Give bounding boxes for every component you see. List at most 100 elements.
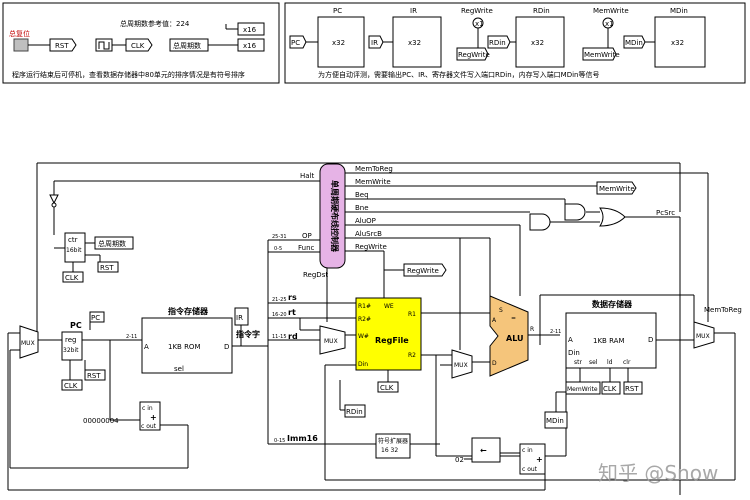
- rs-label: rs: [288, 293, 297, 302]
- imem-title: 指令存储器: [168, 306, 209, 316]
- regdst-mux: [319, 325, 346, 355]
- regfile-din-pin: Din: [358, 361, 368, 368]
- ram-a-pin: A: [568, 336, 573, 344]
- regwrite-signal: RegWrite: [355, 243, 387, 251]
- ir-probe-title: IR: [410, 7, 417, 15]
- rt-label: rt: [288, 308, 296, 317]
- ctr-clk-tunnel: [62, 271, 84, 283]
- regfile-r1-pin: R1: [408, 311, 416, 318]
- reset-button[interactable]: [13, 38, 29, 52]
- bits-2-11-rom: 2-11: [126, 334, 137, 340]
- alu-a-pin: A: [492, 317, 497, 324]
- regdst-mux-label: MUX: [324, 338, 338, 345]
- mdin-probe-tunnel: MDin: [625, 39, 643, 47]
- ir-x32-label: x32: [408, 39, 421, 47]
- regwrite-tunnel: RegWrite: [407, 267, 439, 275]
- cycle-counter: [64, 232, 86, 263]
- pc-probe-tunnel: PC: [291, 39, 300, 47]
- pc-probe-display: [317, 16, 365, 68]
- ram-din-pin: Din: [568, 349, 580, 357]
- regfile-r2-pin: R2: [408, 352, 416, 359]
- imm16-label: Imm16: [287, 434, 318, 443]
- sign-extender-bits: 16 32: [381, 447, 398, 454]
- bits-0-15: 0-15: [274, 438, 285, 444]
- ram-clk-tunnel: [601, 381, 621, 395]
- x16-display-a: [237, 22, 265, 36]
- pc-adder-cout: c out: [141, 423, 157, 430]
- pc-rst-tunnel: [84, 369, 106, 381]
- bits-2-11-ram: 2-11: [550, 329, 561, 335]
- pc-tag: [89, 311, 105, 323]
- pc-register[interactable]: [61, 331, 83, 361]
- memwrite-tunnel: MemWrite: [599, 185, 635, 193]
- aluop-signal: AluOP: [355, 217, 376, 225]
- or-gate-pcsrc: [599, 207, 626, 227]
- memwrite-signal: MemWrite: [355, 178, 391, 186]
- ctr-clk-label: CLK: [65, 274, 79, 282]
- regfile-we-pin: WE: [384, 303, 394, 310]
- alu-label: ALU: [506, 334, 524, 343]
- pc-adder-plus: +: [150, 413, 157, 422]
- alu-eq-pin: =: [511, 315, 516, 322]
- mdin-tag-label: MDin: [546, 417, 564, 425]
- regfile-r2n-pin: R2#: [358, 316, 371, 323]
- regwrite-probe-title: RegWrite: [461, 7, 493, 15]
- ram-label: 1KB RAM: [593, 337, 624, 345]
- memtoreg-mux-label: MUX: [696, 333, 710, 340]
- ctr-rst-tunnel: [97, 261, 119, 273]
- pc-mux-label: MUX: [21, 340, 35, 347]
- x16-a-label: x16: [243, 26, 257, 34]
- cycle-reference: 总周期数参考值：224: [120, 19, 190, 28]
- regfile-clk-tunnel: [377, 381, 399, 393]
- memtoreg-right-label: MemToReg: [704, 306, 742, 314]
- ir-probe-tunnel: IR: [371, 39, 378, 47]
- ram-rst-label: RST: [625, 385, 639, 393]
- and-gate-beq: [564, 203, 586, 221]
- ctr-label: ctr: [68, 236, 78, 244]
- x16-display-b: [237, 38, 265, 52]
- controller-label: 单周期硬布线控制器: [330, 180, 340, 253]
- bits-11-15: 11-15: [272, 334, 287, 340]
- shift-amount: 02: [455, 456, 464, 464]
- pc-rst-label: RST: [87, 372, 101, 380]
- ctr-rst-label: RST: [100, 264, 114, 272]
- register-file: [355, 297, 422, 371]
- pc-tag-label: PC: [91, 314, 100, 322]
- regdst-signal: RegDst: [303, 271, 328, 279]
- rom-sel-pin: sel: [174, 365, 184, 373]
- memtoreg-signal: MemToReg: [355, 165, 393, 173]
- regwrite-probe-tunnel: RegWrite: [458, 51, 490, 59]
- shift-label: ←: [480, 446, 487, 455]
- branch-adder-cin: c in: [522, 447, 533, 454]
- ram-memwrite-label: MemWrite: [567, 386, 598, 393]
- halt-buffer: [49, 194, 59, 205]
- beq-signal: Beq: [355, 191, 369, 199]
- regfile-r1n-pin: R1#: [358, 303, 371, 310]
- rom-label: 1KB ROM: [168, 343, 200, 351]
- pc-probe-title: PC: [333, 7, 342, 15]
- rom-a-pin: A: [144, 343, 149, 351]
- clk-pin: [125, 38, 153, 52]
- total-cycles-tunnel: [94, 236, 134, 250]
- ram-sel-pin: sel: [589, 359, 598, 366]
- rst-pin: [49, 38, 77, 52]
- const-4: 00000004: [83, 417, 119, 425]
- ram-str-pin: str: [574, 359, 582, 366]
- halt-signal: Halt: [300, 172, 314, 180]
- bits-21-25: 21-25: [272, 297, 287, 303]
- x16-b-label: x16: [243, 42, 257, 50]
- dmem-title: 数据存储器: [592, 299, 633, 309]
- pc-adder-cin: c in: [142, 405, 153, 412]
- ctr-bits-label: 16bit: [66, 247, 82, 254]
- clk-pin-label: CLK: [131, 42, 145, 50]
- mdin-tag: [544, 411, 568, 429]
- pc-mux: [19, 325, 39, 359]
- pc-register-title: PC: [70, 321, 82, 330]
- pc-x32-label: x32: [332, 39, 345, 47]
- reset-label: 总复位: [9, 29, 30, 38]
- mdin-probe-title: MDin: [670, 7, 688, 15]
- pc-adder: [139, 401, 161, 431]
- sign-extender-label: 符号扩展器: [378, 437, 408, 445]
- cycle-label: 总周期数: [173, 41, 201, 50]
- memtoreg-mux: [693, 321, 715, 349]
